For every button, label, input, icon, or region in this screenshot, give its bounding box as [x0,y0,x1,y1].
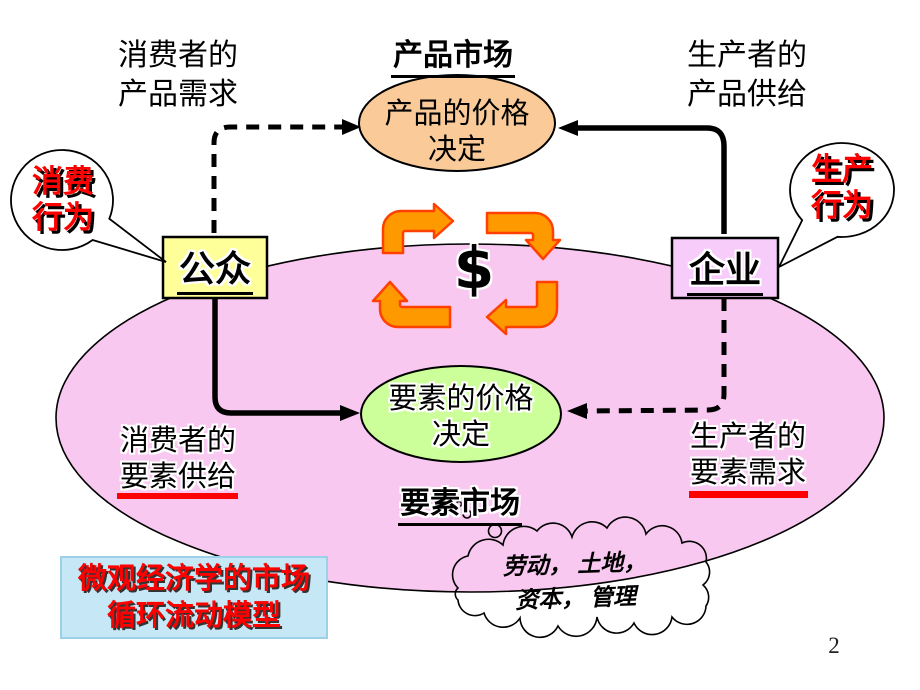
money-cycle-arrow-top-right [485,211,562,261]
factor-supply-underline [117,493,238,499]
consumer-callout-bubble [10,149,167,263]
arrow-firm-to-product-market [558,120,727,234]
arrow-public-to-product-market [211,119,361,233]
arrow-public-to-factor-market [212,299,360,421]
producer-behavior-callout-text: 生产 行为 [811,152,873,223]
thought-trail-circle [462,509,472,519]
money-symbol: $ [453,234,495,302]
label-consumer-factor-supply: 消费者的 要素供给 [119,425,236,493]
firm-box-label: 企业 [672,238,778,298]
money-cycle-arrow-top-left [381,202,455,255]
caption-text: 微观经济学的市场 循环流动模型 [77,562,310,632]
factor-price-ellipse [360,365,562,463]
money-cycle-arrow-bottom-left [371,280,452,329]
factor-price-text: 要素的价格 决定 [388,383,534,451]
label-producer-product-supply: 生产者的 产品供给 [687,39,807,111]
money-cycle-arrow-bottom-right [485,280,559,336]
factor-market-title: 要素市场 [390,478,530,526]
thought-trail-circle [455,500,463,508]
arrow-firm-to-factor-market [567,298,727,419]
cloud-shape [451,516,711,639]
factor-demand-underline [689,491,808,498]
consumer-behavior-callout-text: 消费 行为 [32,164,94,235]
page-number: 2 [828,633,840,658]
caption-box [60,556,328,639]
firm-box [670,236,780,300]
public-box [161,235,269,300]
product-market-title: 产品市场 [383,30,523,78]
product-price-text: 产品的价格 决定 [384,98,530,166]
public-box-label: 公众 [163,237,267,298]
money-cycle-arrows [371,202,562,336]
label-producer-factor-demand: 生产者的 要素需求 [689,421,806,489]
factor-cloud-text: 劳动， 土地， 资本， 管理 [502,549,647,614]
label-consumer-product-demand: 消费者的 产品需求 [118,39,238,111]
producer-callout-bubble [776,142,895,270]
